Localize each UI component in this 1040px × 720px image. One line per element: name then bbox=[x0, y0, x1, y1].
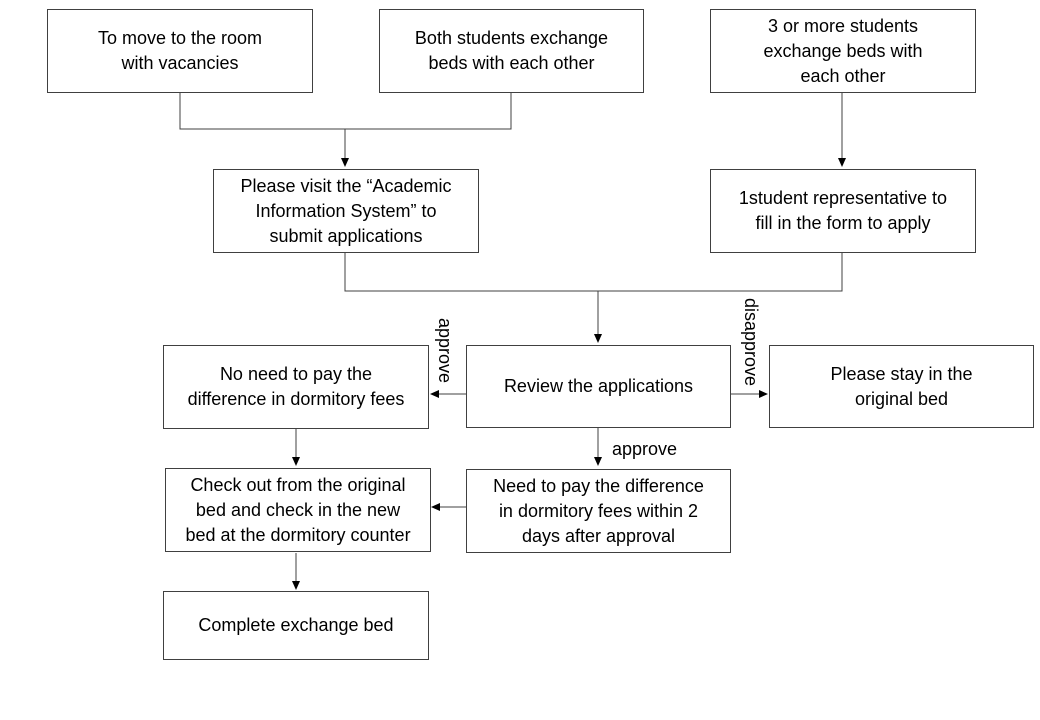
box-three-or-more: 3 or more students exchange beds with ea… bbox=[710, 9, 976, 93]
connector-move-to-visit bbox=[179, 93, 512, 130]
box-no-need-pay: No need to pay the difference in dormito… bbox=[163, 345, 429, 429]
box-visit-system: Please visit the “Academic Information S… bbox=[213, 169, 479, 253]
box-both-exchange: Both students exchange beds with each ot… bbox=[379, 9, 644, 93]
box-move-to-vacancies: To move to the room with vacancies bbox=[47, 9, 313, 93]
label-approve-left: approve bbox=[435, 318, 455, 384]
box-stay-original: Please stay in the original bed bbox=[769, 345, 1034, 428]
box-complete: Complete exchange bed bbox=[163, 591, 429, 660]
box-check-out: Check out from the original bed and chec… bbox=[165, 468, 431, 552]
label-disapprove-right: disapprove bbox=[741, 298, 761, 387]
box-review: Review the applications bbox=[466, 345, 731, 428]
box-representative: 1student representative to fill in the f… bbox=[710, 169, 976, 253]
connector-merge-to-review bbox=[344, 252, 843, 292]
box-need-pay: Need to pay the difference in dormitory … bbox=[466, 469, 731, 553]
label-approve-down: approve bbox=[612, 439, 678, 459]
